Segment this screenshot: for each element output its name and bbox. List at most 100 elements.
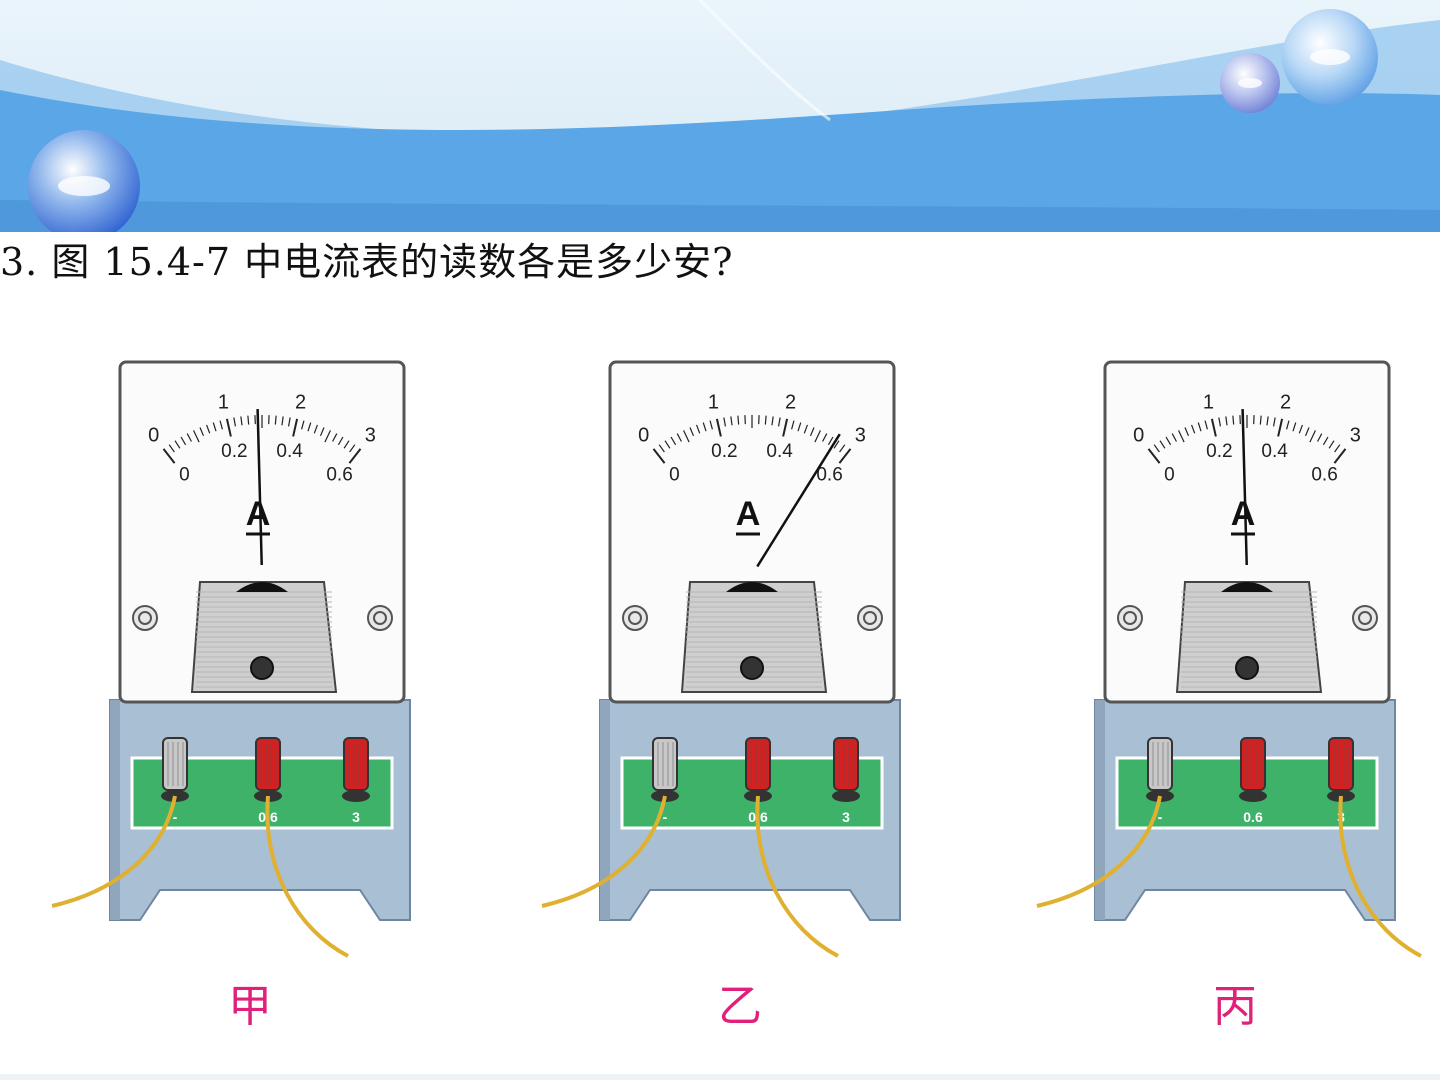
screw-icon [367,605,393,631]
meter-caption: 乙 [718,981,762,1032]
scale-tick [1322,436,1329,446]
scale-tick [1210,418,1217,437]
scale-tick [343,440,350,449]
scale-tick [839,444,846,453]
scale-label-lower: 0.6 [1311,465,1337,486]
scale-tick [192,430,200,443]
scale-tick [199,427,205,437]
scale-tick [730,416,733,426]
scale-tick [1165,436,1172,446]
decorative-bubble-icon [28,130,140,232]
scale-label-upper: 0 [1133,425,1144,447]
terminal-label: - [1158,809,1163,825]
scale-tick [212,422,217,432]
scale-tick [1147,448,1161,464]
scale-tick [1153,444,1160,453]
scale-label-upper: 2 [1280,392,1291,414]
scale-tick [240,416,243,426]
scale-tick [1177,430,1185,443]
scale-tick [1304,427,1310,437]
scale-tick [281,416,284,426]
scale-label-lower: 0.4 [1261,441,1288,462]
scale-tick [1317,433,1323,442]
scale-tick [782,418,789,437]
scale-label-lower: 0.6 [326,465,352,486]
scale-label-upper: 2 [295,392,306,414]
scale-label-lower: 0.6 [816,465,842,486]
meter-caption: 甲 [228,981,272,1032]
scale-tick [332,433,338,442]
scale-label-upper: 0 [148,425,159,447]
terminal-label: 3 [842,809,850,825]
screw-icon [132,605,158,631]
scale-tick [771,416,774,426]
scale-tick [337,436,344,446]
zero-adjust-screw-icon [740,656,764,680]
scale-tick [247,415,250,425]
scale-tick [162,448,176,464]
scale-label-upper: 3 [855,425,866,447]
unit-label: A [246,495,271,533]
meter-needle [756,433,841,568]
scale-tick [1218,417,1222,427]
scale-tick [1334,444,1341,453]
needle-pivot [726,582,778,592]
scale-label-upper: 1 [218,392,229,414]
scale-tick [809,427,815,437]
terminal-label: - [173,809,178,825]
wire [1338,795,1422,958]
scale-tick [174,440,181,449]
scale-label-lower: 0.2 [1206,441,1232,462]
scale-tick [676,433,682,442]
scale-tick [803,424,808,434]
scale-tick [1232,415,1235,425]
scale-tick [709,420,713,430]
scale-label-lower: 0.2 [221,441,247,462]
meter-caption: 丙 [1213,981,1257,1032]
needle-pivot [1221,582,1273,592]
meter-needle [256,409,263,566]
scale-tick [1333,448,1347,464]
scale-tick [664,440,671,449]
scale-tick [1328,440,1335,449]
scale-tick [682,430,690,443]
scale-tick [349,444,356,453]
terminal-label: 3 [352,809,360,825]
scale-label-lower: 0 [669,465,680,486]
scale-label-upper: 0 [638,425,649,447]
decorative-bubble-icon [1282,9,1378,105]
scale-tick [1259,415,1262,425]
screw-icon [857,605,883,631]
terminal-label: 0.6 [1243,809,1263,825]
scale-tick [696,424,701,434]
scale-label-upper: 1 [708,392,719,414]
scale-tick [652,448,666,464]
scale-label-upper: 1 [1203,392,1214,414]
scale-tick [814,430,822,443]
scale-tick [702,422,707,432]
needle-pivot [236,582,288,592]
terminal-label: - [663,809,668,825]
scale-tick [791,420,795,430]
scale-tick [1171,433,1177,442]
scale-tick [233,417,237,427]
scale-label-lower: 0.2 [711,441,737,462]
scale-tick [827,436,834,446]
scale-tick [319,427,325,437]
scale-label-upper: 3 [365,425,376,447]
scale-tick [301,420,305,430]
scale-tick [287,417,291,427]
scale-tick [764,415,767,425]
scale-tick [1197,422,1202,432]
wire [265,795,349,958]
scale-tick [1292,422,1297,432]
scale-label-lower: 0 [179,465,190,486]
scale-tick [1272,417,1276,427]
scale-tick [670,436,677,446]
scale-tick [186,433,192,442]
scale-tick [1204,420,1208,430]
wire [1036,795,1162,908]
scale-tick [822,433,828,442]
footer-divider [0,1074,1440,1080]
scale-tick [1225,416,1228,426]
